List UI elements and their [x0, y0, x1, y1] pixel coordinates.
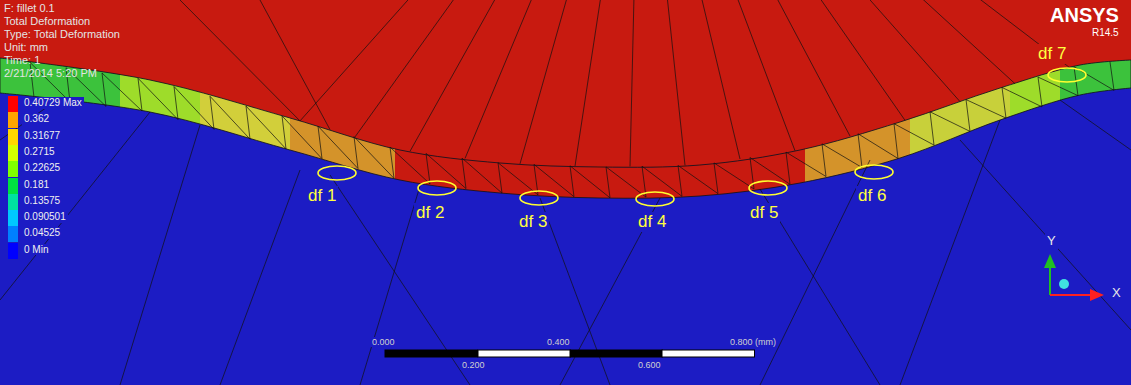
point-label: df 4 [636, 212, 668, 232]
info-line: Time: 1 [4, 54, 40, 67]
legend-value: 0.13575 [22, 195, 62, 207]
point-marker [636, 192, 674, 206]
axis-label: Y [1045, 234, 1058, 249]
legend-swatch [8, 178, 18, 194]
axis-triad [1044, 254, 1104, 301]
legend-value: 0.090501 [22, 211, 68, 223]
point-marker [855, 165, 893, 179]
point-label: df 6 [856, 186, 888, 206]
legend-swatch [8, 112, 18, 128]
point-marker [1048, 68, 1086, 82]
legend-value: 0 Min [22, 244, 50, 256]
point-marker [418, 181, 456, 195]
legend-value: 0.04525 [22, 227, 62, 239]
legend-value: 0.31677 [22, 130, 62, 142]
scale-value: 0.600 [636, 360, 663, 370]
fillet-band [0, 58, 1131, 198]
point-label: df 3 [517, 212, 549, 232]
point-label: df 2 [414, 203, 446, 223]
upper-body [0, 0, 1131, 167]
legend-swatch [8, 96, 18, 112]
scale-value: 0.200 [460, 360, 487, 370]
info-line: Total Deformation [4, 15, 90, 28]
info-line: Unit: mm [4, 41, 48, 54]
point-marker [749, 181, 787, 195]
legend-value: 0.362 [22, 113, 51, 125]
scale-bar [385, 350, 755, 357]
legend-swatch [8, 145, 18, 161]
point-label: df 1 [306, 186, 338, 206]
logo-text: ANSYS [1050, 4, 1119, 27]
result-title: F: fillet 0.1 [4, 2, 55, 15]
point-label: df 5 [748, 203, 780, 223]
legend-swatch [8, 161, 18, 177]
legend-swatch [8, 194, 18, 210]
legend-value: 0.181 [22, 179, 51, 191]
legend-value: 0.40729 Max [22, 97, 84, 109]
point-marker [318, 166, 356, 180]
version-text: R14.5 [1092, 27, 1119, 39]
legend-swatch [8, 243, 18, 259]
point-marker [520, 191, 558, 205]
scale-value: 0.000 [370, 337, 397, 347]
info-line: Type: Total Deformation [4, 28, 120, 41]
scale-value: 0.800 (mm) [728, 337, 778, 347]
legend-swatch [8, 210, 18, 226]
legend-swatch [8, 129, 18, 145]
legend-value: 0.22625 [22, 162, 62, 174]
scale-value: 0.400 [545, 337, 572, 347]
legend-swatch [8, 226, 18, 242]
info-line: 2/21/2014 5:20 PM [4, 67, 97, 80]
axis-label: X [1110, 286, 1123, 301]
legend-value: 0.2715 [22, 146, 57, 158]
point-label: df 7 [1036, 44, 1068, 64]
